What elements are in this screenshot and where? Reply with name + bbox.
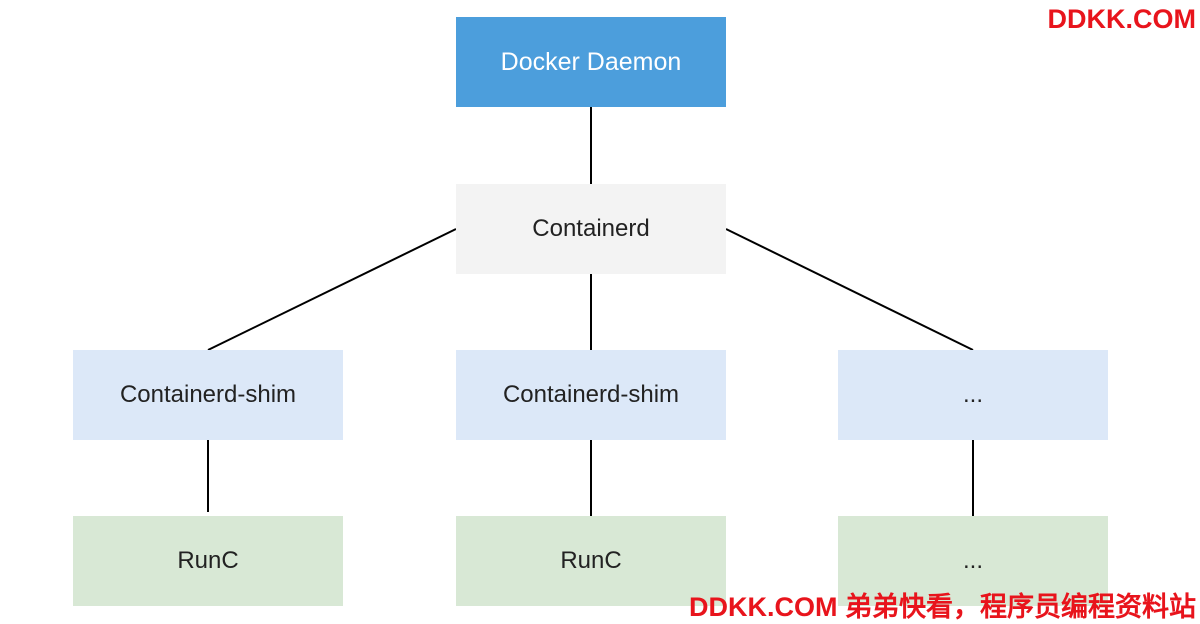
containerd-node: Containerd — [456, 184, 726, 274]
containerd-shim-node-1: Containerd-shim — [73, 350, 343, 440]
watermark-bottom: DDKK.COM 弟弟快看，程序员编程资料站 — [689, 592, 1196, 622]
containerd-shim-node-2: Containerd-shim — [456, 350, 726, 440]
runc-label-2: RunC — [560, 547, 622, 574]
containerd-label: Containerd — [532, 215, 650, 242]
watermark-top: DDKK.COM — [1047, 4, 1197, 34]
edge-containerd-shim-3 — [725, 228, 974, 351]
runc-node-2: RunC — [456, 516, 726, 606]
containerd-shim-label-2: Containerd-shim — [502, 381, 680, 408]
containerd-shim-node-3: ... — [838, 350, 1108, 440]
runc-label-1: RunC — [177, 547, 239, 574]
docker-daemon-node: Docker Daemon — [456, 17, 726, 107]
runc-label-3: ... — [962, 547, 983, 574]
containerd-shim-label-1: Containerd-shim — [119, 381, 297, 408]
containerd-shim-label-3: ... — [962, 381, 983, 408]
edge-containerd-shim-1 — [207, 228, 457, 351]
docker-daemon-label: Docker Daemon — [500, 47, 682, 76]
runc-node-3: ... — [838, 516, 1108, 606]
runc-node-1: RunC — [73, 516, 343, 606]
